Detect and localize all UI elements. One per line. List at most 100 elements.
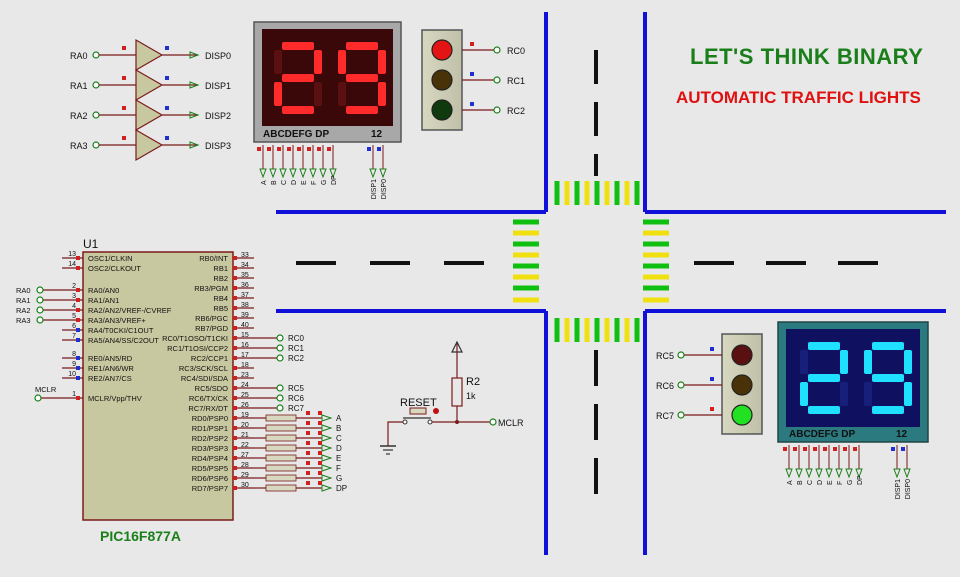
pin-name: RB1 — [213, 264, 228, 273]
pin-label: F — [311, 181, 318, 185]
pin-state-marker — [233, 256, 237, 260]
resistor-array-element — [265, 444, 297, 452]
pin-terminal — [845, 468, 853, 479]
net-label: RC6 — [288, 394, 305, 403]
net-terminal — [92, 141, 100, 149]
pin-number: 26 — [241, 402, 249, 409]
net-terminal — [321, 454, 333, 462]
digit-2 — [864, 342, 912, 414]
pin-state-marker — [233, 426, 237, 430]
pin-name: RD5/PSP5 — [192, 464, 228, 473]
buffer-input-label: RA1 — [70, 81, 88, 91]
segment-d — [808, 406, 840, 414]
pin-state-marker — [233, 396, 237, 400]
pin-state-marker — [122, 46, 126, 50]
pin-name: RC2/CCP1 — [191, 354, 228, 363]
pin-name: RA2/AN2/VREF-/CVREF — [88, 306, 172, 315]
pin-label: E — [827, 480, 834, 485]
segment-c — [378, 82, 386, 106]
net-label: RA1 — [16, 296, 31, 305]
net-label: RC5 — [656, 351, 674, 361]
net-terminal — [189, 51, 200, 59]
pin-number: 13 — [68, 251, 76, 258]
pin-state-marker — [165, 136, 169, 140]
buffer-input-label: RA2 — [70, 111, 88, 121]
pin-number: 2 — [72, 283, 76, 290]
segment-f — [864, 350, 872, 374]
pin-number: 28 — [241, 462, 249, 469]
reset-label: RESET — [400, 397, 437, 409]
net-label: MCLR — [35, 385, 57, 394]
lamp-red — [731, 344, 753, 366]
pin-state-marker — [76, 396, 80, 400]
net-label: C — [336, 434, 342, 443]
crossing-south — [554, 318, 640, 342]
pin-name: RC6/TX/CK — [189, 394, 228, 403]
pin-state-marker — [233, 346, 237, 350]
pin-state-marker — [233, 336, 237, 340]
pin-state-marker — [306, 411, 310, 415]
pin-state-marker — [710, 347, 714, 351]
resistor-array-element — [265, 474, 297, 482]
pin-state-marker — [233, 376, 237, 380]
pin-state-marker — [233, 386, 237, 390]
pin-number: 20 — [241, 422, 249, 429]
pin-name: RC3/SCK/SCL — [179, 364, 228, 373]
pin-number: 4 — [72, 303, 76, 310]
pin-label: DISP1 — [895, 479, 902, 499]
net-terminal — [92, 51, 100, 59]
buffer-input-label: RA3 — [70, 141, 88, 151]
pin-name: RB6/PGC — [195, 314, 229, 323]
pin-number: 22 — [241, 442, 249, 449]
pin-number: 33 — [241, 252, 249, 259]
pin-state-marker — [783, 447, 787, 451]
pin-state-marker — [306, 421, 310, 425]
buffer-triangle — [135, 128, 164, 162]
pin-name: OSC1/CLKIN — [88, 254, 133, 263]
net-terminal — [276, 334, 284, 342]
pin-number: 9 — [72, 361, 76, 368]
pin-number: 25 — [241, 392, 249, 399]
pin-state-marker — [233, 266, 237, 270]
pin-state-marker — [76, 376, 80, 380]
pin-name: RD0/PSP0 — [192, 414, 228, 423]
pin-terminal — [279, 168, 287, 179]
pin-state-marker — [813, 447, 817, 451]
pin-state-marker — [318, 451, 322, 455]
net-terminal — [92, 81, 100, 89]
pin-label: A — [261, 180, 268, 185]
pin-terminal — [289, 168, 297, 179]
segment-g — [808, 374, 840, 382]
crossing-north — [554, 181, 640, 205]
pin-state-marker — [306, 461, 310, 465]
pin-label: F — [837, 481, 844, 485]
segment-e — [800, 382, 808, 406]
segment-c — [314, 82, 322, 106]
pin-state-marker — [277, 147, 281, 151]
resistor-array-element — [265, 414, 297, 422]
pin-label: DISP0 — [381, 179, 388, 199]
pin-name: RD3/PSP3 — [192, 444, 228, 453]
pin-state-marker — [377, 147, 381, 151]
net-terminal — [677, 411, 685, 419]
pin-state-marker — [165, 46, 169, 50]
pin-terminal — [329, 168, 337, 179]
digit-1 — [800, 342, 848, 414]
pin-state-marker — [318, 461, 322, 465]
pin-name: RA1/AN1 — [88, 296, 119, 305]
segment-d — [346, 106, 378, 114]
segment-b — [840, 350, 848, 374]
pin-number: 40 — [241, 322, 249, 329]
pin-state-marker — [233, 286, 237, 290]
net-label: B — [336, 424, 341, 433]
pin-label: E — [301, 180, 308, 185]
net-terminal — [276, 404, 284, 412]
pin-state-marker — [470, 102, 474, 106]
pin-number: 10 — [68, 371, 76, 378]
resistor-array-element — [265, 484, 297, 492]
pin-label: C — [281, 180, 288, 185]
pin-state-marker — [317, 147, 321, 151]
segment-e — [274, 82, 282, 106]
